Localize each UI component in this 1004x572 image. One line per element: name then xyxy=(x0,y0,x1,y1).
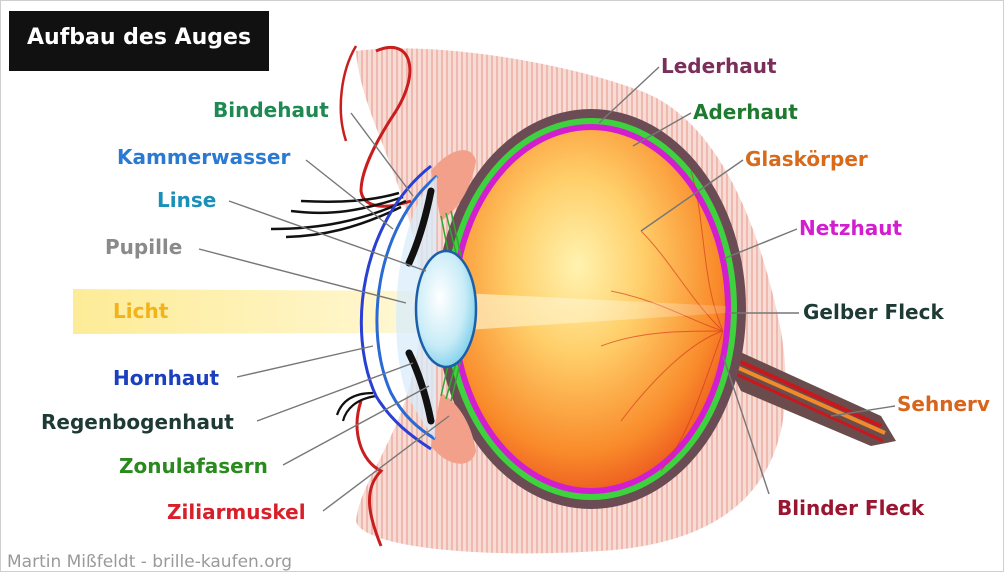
label-pupille: Pupille xyxy=(105,237,182,257)
label-hornhaut: Hornhaut xyxy=(113,368,219,388)
label-blinder-fleck: Blinder Fleck xyxy=(777,498,924,518)
label-ziliarmuskel: Ziliarmuskel xyxy=(167,502,306,522)
credit-text: Martin Mißfeldt - brille-kaufen.org xyxy=(7,552,292,572)
label-regenbogenhaut: Regenbogenhaut xyxy=(41,412,234,432)
label-sehnerv: Sehnerv xyxy=(897,394,990,414)
lens xyxy=(416,251,476,367)
label-licht: Licht xyxy=(113,301,168,321)
label-zonulafasern: Zonulafasern xyxy=(119,456,268,476)
label-glaskoerper: Glaskörper xyxy=(745,149,868,169)
label-bindehaut: Bindehaut xyxy=(213,100,329,120)
label-kammerwasser: Kammerwasser xyxy=(117,147,290,167)
diagram-title: Aufbau des Auges xyxy=(27,25,251,50)
label-aderhaut: Aderhaut xyxy=(693,102,798,122)
upper-eyelid-outer xyxy=(341,46,356,141)
label-netzhaut: Netzhaut xyxy=(799,218,902,238)
label-linse: Linse xyxy=(157,190,216,210)
label-lederhaut: Lederhaut xyxy=(661,56,777,76)
label-gelber-fleck: Gelber Fleck xyxy=(803,302,944,322)
upper-eyelashes xyxy=(271,193,406,237)
